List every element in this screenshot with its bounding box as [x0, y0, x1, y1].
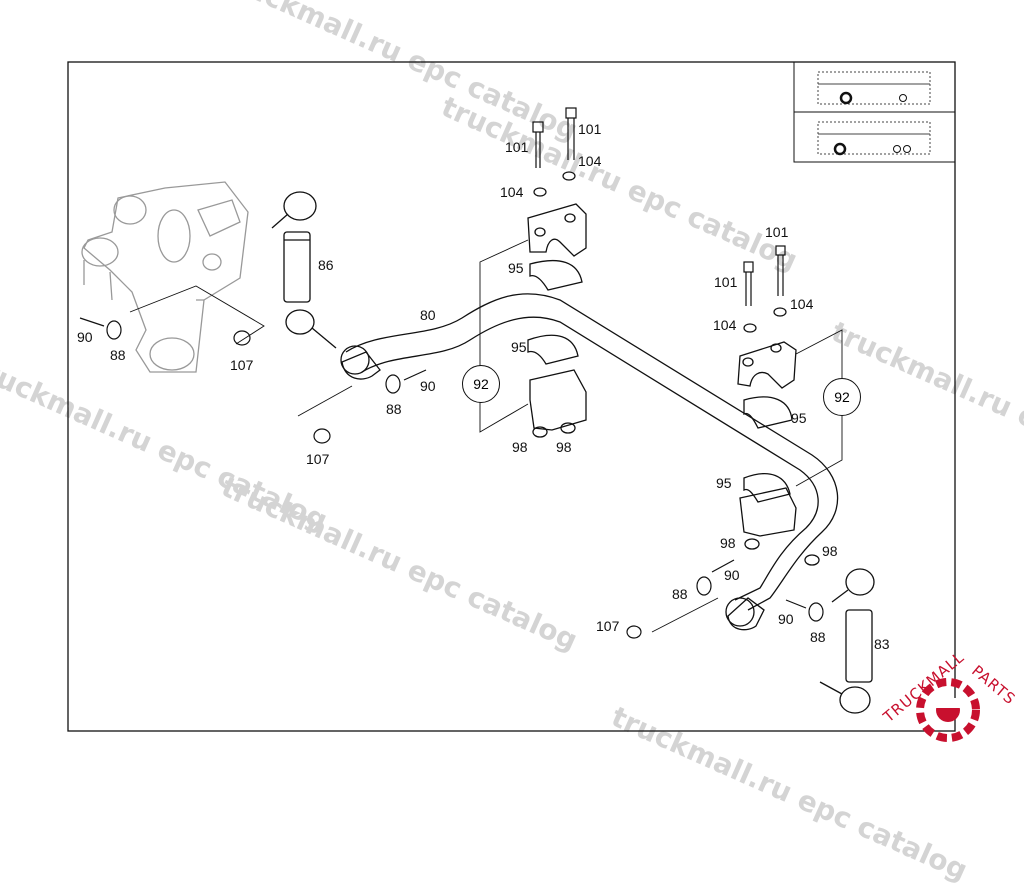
part-label-90: 90	[724, 567, 740, 583]
part-label-104: 104	[578, 153, 602, 169]
diagram-frame	[67, 61, 956, 732]
part-label-104: 104	[713, 317, 737, 333]
part-label-101: 101	[765, 224, 789, 240]
brand-logo: TRUCKMALL PARTS	[880, 648, 1020, 748]
part-label-80: 80	[420, 307, 436, 323]
part-label-88: 88	[386, 401, 402, 417]
part-label-90: 90	[778, 611, 794, 627]
link-rod-86	[271, 191, 337, 349]
clamp-upper-left	[527, 203, 587, 438]
gear-icon	[916, 678, 980, 742]
axle-bracket	[81, 181, 249, 373]
part-label-101: 101	[505, 139, 529, 155]
part-label-86: 86	[318, 257, 334, 273]
callout-92: 92	[462, 365, 500, 403]
callout-92: 92	[823, 378, 861, 416]
part-label-88: 88	[110, 347, 126, 363]
part-label-104: 104	[500, 184, 524, 200]
bolts-fasteners	[79, 107, 824, 639]
part-label-95: 95	[508, 260, 524, 276]
part-label-88: 88	[810, 629, 826, 645]
part-label-95: 95	[511, 339, 527, 355]
part-label-95: 95	[791, 410, 807, 426]
part-label-98: 98	[556, 439, 572, 455]
part-label-101: 101	[578, 121, 602, 137]
parts-drawing	[67, 61, 956, 732]
part-label-98: 98	[512, 439, 528, 455]
part-label-98: 98	[720, 535, 736, 551]
stabilizer-bar	[340, 293, 839, 631]
link-rod-83	[819, 568, 875, 714]
part-label-90: 90	[420, 378, 436, 394]
part-label-98: 98	[822, 543, 838, 559]
part-label-88: 88	[672, 586, 688, 602]
leader-lines	[129, 239, 843, 633]
part-label-104: 104	[790, 296, 814, 312]
part-label-107: 107	[230, 357, 254, 373]
part-label-90: 90	[77, 329, 93, 345]
part-label-101: 101	[714, 274, 738, 290]
clamp-right	[737, 341, 820, 566]
part-label-107: 107	[306, 451, 330, 467]
part-label-95: 95	[716, 475, 732, 491]
part-label-107: 107	[596, 618, 620, 634]
part-label-83: 83	[874, 636, 890, 652]
vehicle-thumbnails	[793, 61, 956, 163]
